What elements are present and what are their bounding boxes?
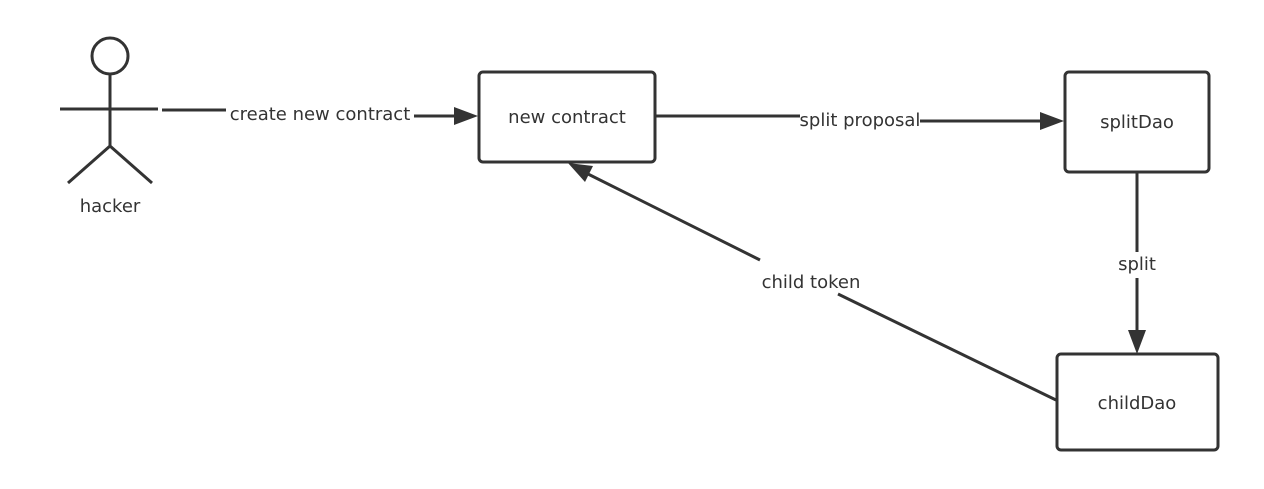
edge-create-new-contract[interactable]: create new contract — [162, 104, 478, 125]
node-split-dao-label: splitDao — [1100, 112, 1174, 133]
edge-split[interactable]: split — [1118, 172, 1156, 354]
edge-split-arrowhead — [1128, 330, 1146, 354]
edge-child-token-line-1 — [837, 292, 1057, 402]
node-child-dao-label: childDao — [1098, 393, 1177, 414]
edge-child-token-arrowhead — [568, 163, 593, 182]
hacker-actor[interactable]: hacker — [60, 36, 158, 217]
edge-child-token[interactable]: child token — [568, 163, 1057, 402]
edge-child-token-line-2 — [583, 170, 761, 262]
node-split-dao[interactable]: splitDao — [1063, 70, 1211, 174]
edge-proposal-label: split proposal — [800, 110, 921, 131]
edge-create-arrowhead — [454, 107, 478, 125]
node-child-dao-box — [1055, 352, 1220, 452]
edge-create-label: create new contract — [230, 104, 411, 125]
edge-proposal-arrowhead — [1040, 112, 1064, 130]
node-child-dao[interactable]: childDao — [1055, 352, 1220, 452]
actor-left-leg — [67, 144, 111, 185]
edge-split-label: split — [1118, 254, 1156, 275]
edge-split-proposal[interactable]: split proposal — [655, 110, 1064, 131]
actor-label: hacker — [80, 196, 141, 217]
actor-head — [90, 36, 130, 76]
edge-child-token-label: child token — [762, 272, 861, 293]
node-new-contract[interactable]: new contract — [477, 70, 657, 164]
actor-right-leg — [109, 144, 153, 185]
node-new-contract-label: new contract — [508, 107, 626, 128]
